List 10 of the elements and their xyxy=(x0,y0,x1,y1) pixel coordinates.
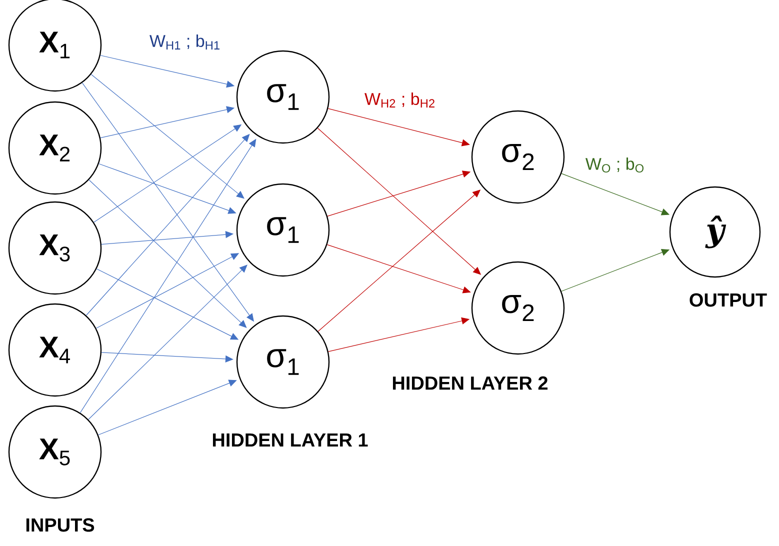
arrow xyxy=(328,108,470,146)
weight-label: W$_{O}$ ; b$_{O}$ xyxy=(586,158,644,172)
weight-label: W$_{H1}$ ; b$_{H1}$ xyxy=(150,34,220,50)
weight-label: W$_{H2}$ ; b$_{H2}$ xyxy=(364,92,434,108)
arrow xyxy=(88,264,248,420)
layer-label: HIDDEN LAYER 2 xyxy=(392,376,548,390)
arrow xyxy=(90,74,244,199)
arrow xyxy=(326,244,471,294)
layer-label: HIDDEN LAYER 1 xyxy=(212,433,368,447)
layer-label: INPUTS xyxy=(26,518,94,532)
